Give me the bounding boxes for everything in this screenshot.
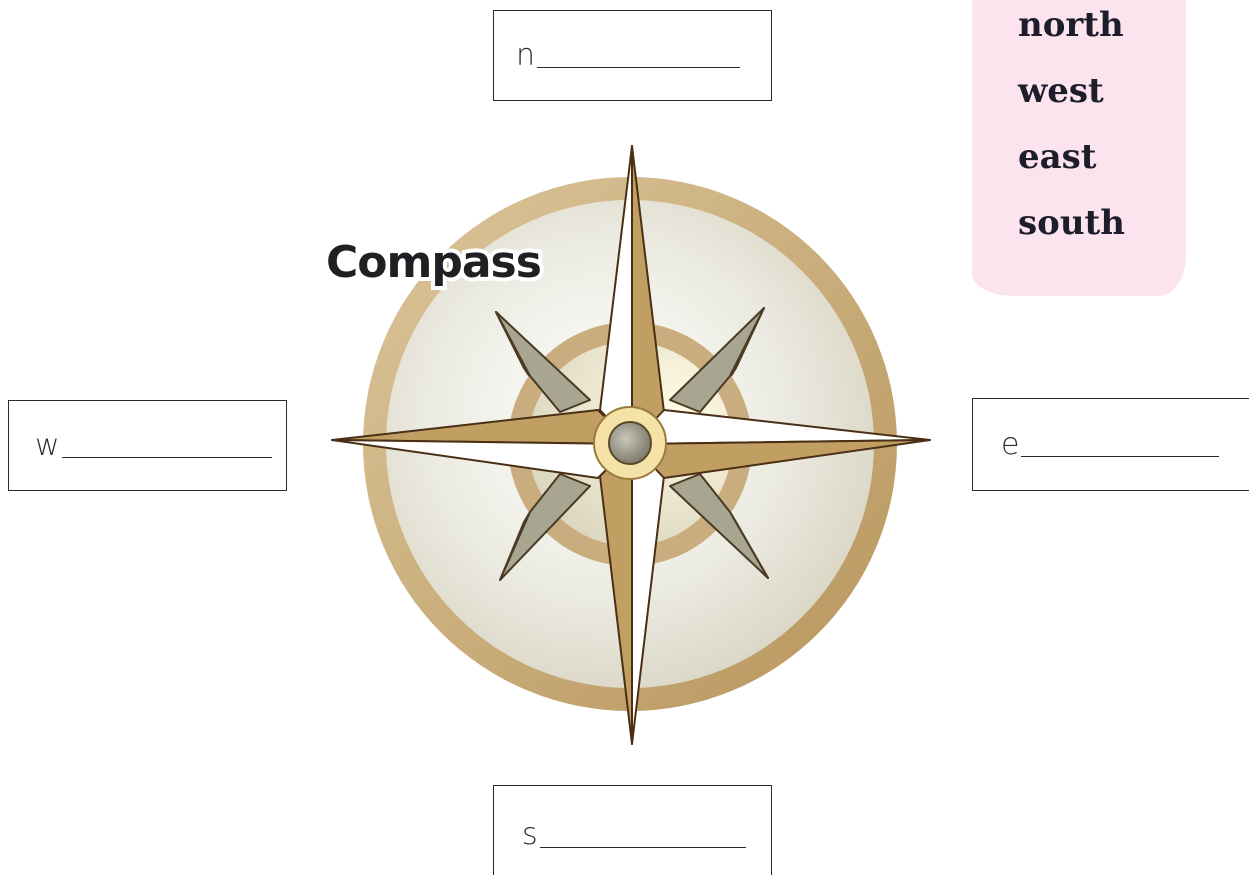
south-letter: s <box>522 820 538 850</box>
east-answer-box[interactable]: e <box>972 398 1249 491</box>
word-bank-item-east: east <box>1018 140 1186 206</box>
compass-hub-inner <box>609 422 651 464</box>
word-bank-item-west: west <box>1018 74 1186 140</box>
word-bank: north west east south <box>972 0 1186 296</box>
west-blank-line[interactable] <box>62 433 272 458</box>
west-answer-box[interactable]: w <box>8 400 287 491</box>
east-blank-line[interactable] <box>1021 432 1219 457</box>
north-answer-box[interactable]: n <box>493 10 772 101</box>
word-bank-item-north: north <box>1018 8 1186 74</box>
east-letter: e <box>1001 430 1019 460</box>
west-letter: w <box>35 431 60 461</box>
south-blank-line[interactable] <box>540 823 746 848</box>
north-letter: n <box>516 41 535 71</box>
compass-title: Compass <box>326 237 541 288</box>
north-blank-line[interactable] <box>537 43 740 68</box>
word-bank-item-south: south <box>1018 206 1186 272</box>
south-answer-box[interactable]: s <box>493 785 772 875</box>
